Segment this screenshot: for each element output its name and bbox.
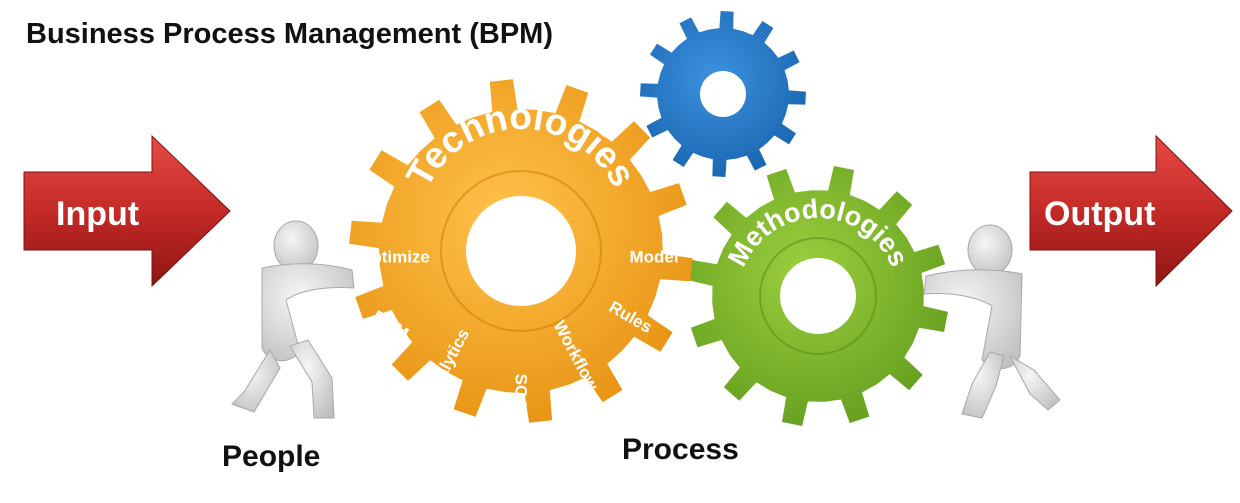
pushing-person-icon bbox=[231, 220, 355, 419]
output-arrow: Output bbox=[1029, 134, 1233, 288]
process-caption: Process bbox=[622, 433, 739, 466]
technology-item: SOA bbox=[512, 374, 531, 411]
technology-item: Model bbox=[629, 247, 678, 266]
right-person bbox=[923, 224, 1061, 419]
input-arrow: Input bbox=[23, 134, 231, 288]
top-gear bbox=[640, 11, 806, 177]
methodologies-gear: Methodologies bbox=[688, 166, 948, 426]
right-arrow-icon bbox=[1029, 134, 1233, 288]
left-person bbox=[231, 220, 355, 419]
technology-item: Optimize bbox=[358, 247, 430, 266]
pushing-person-icon bbox=[923, 224, 1061, 419]
output-label: Output bbox=[1044, 195, 1155, 233]
people-caption: People bbox=[222, 440, 321, 473]
gear-icon bbox=[349, 79, 693, 423]
input-label: Input bbox=[56, 195, 139, 233]
right-arrow-icon bbox=[23, 134, 231, 288]
gear-icon bbox=[640, 11, 806, 177]
gear-icon bbox=[688, 166, 948, 426]
diagram-title: Business Process Management (BPM) bbox=[26, 18, 553, 50]
